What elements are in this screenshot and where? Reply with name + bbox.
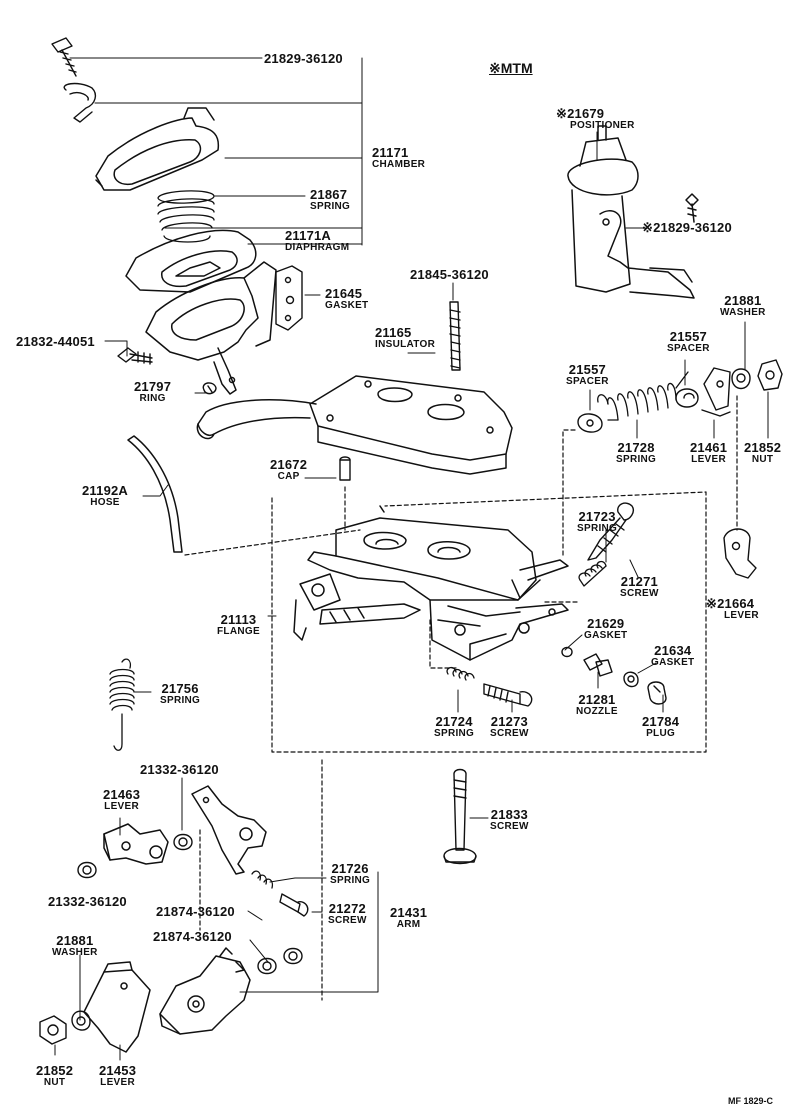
screw-21273 bbox=[483, 683, 533, 707]
spring-21756 bbox=[109, 658, 135, 751]
spring-21867 bbox=[157, 190, 215, 243]
spring-21724 bbox=[446, 666, 475, 681]
screw-21833 bbox=[443, 768, 477, 865]
stud-21845 bbox=[449, 301, 461, 371]
spacer-21557-left bbox=[577, 413, 603, 433]
ring-21797 bbox=[202, 382, 217, 395]
callout-21874-36120-a: 21874-36120 bbox=[156, 904, 235, 919]
callout-21829-36120: 21829-36120 bbox=[264, 51, 343, 66]
lever-21453 bbox=[83, 961, 151, 1053]
diaphragm-21171A bbox=[125, 229, 257, 293]
nozzle-21281 bbox=[583, 653, 613, 677]
screw-21271 bbox=[587, 502, 634, 561]
nut-21852-bottom bbox=[39, 1015, 67, 1045]
lever-21664 bbox=[723, 528, 757, 579]
lever-21463 bbox=[103, 823, 169, 865]
callout-21845-36120: 21845-36120 bbox=[410, 267, 489, 282]
washer-21874-a bbox=[257, 957, 277, 975]
cap-21672 bbox=[339, 456, 351, 481]
variant-label: ※MTM bbox=[489, 60, 533, 76]
vacuum-body bbox=[145, 261, 277, 395]
spacer-21557-right bbox=[675, 388, 699, 408]
gasket-21629 bbox=[561, 646, 573, 658]
washer-21874-b bbox=[283, 947, 303, 965]
screw-21272 bbox=[279, 893, 309, 917]
screw-21829 bbox=[51, 37, 77, 77]
insulator-21165 bbox=[196, 375, 513, 475]
dashed-assembly-lines bbox=[184, 395, 738, 1001]
callout-21829-36120-mtm: ※21829-36120 bbox=[642, 220, 732, 235]
spring-21726 bbox=[251, 870, 274, 889]
washer-21332-right bbox=[173, 833, 193, 851]
flange-21113 bbox=[293, 505, 569, 661]
plug-21784 bbox=[647, 681, 667, 705]
arm-21431 bbox=[191, 785, 267, 875]
lever-21461 bbox=[701, 367, 731, 417]
chamber-21171 bbox=[95, 107, 220, 191]
washer-21881 bbox=[731, 368, 751, 390]
callout-21332-36120-bottom: 21332-36120 bbox=[48, 894, 127, 909]
nut-21852-top bbox=[757, 359, 783, 391]
callout-21332-36120-top: 21332-36120 bbox=[140, 762, 219, 777]
callout-21874-36120-b: 21874-36120 bbox=[153, 929, 232, 944]
washer-21332-left bbox=[77, 861, 97, 879]
gasket-21634 bbox=[623, 671, 639, 688]
spring-21728 bbox=[597, 371, 689, 421]
callout-21832-44051: 21832-44051 bbox=[16, 334, 95, 349]
throttle-lever bbox=[159, 947, 251, 1035]
bolt-21832 bbox=[117, 347, 153, 365]
positioner-21679 bbox=[567, 125, 699, 299]
gasket-21645 bbox=[275, 265, 303, 331]
drawing-code: MF 1829-C bbox=[728, 1096, 774, 1106]
washer-21881-bottom bbox=[71, 1010, 91, 1031]
spring-21723 bbox=[578, 560, 607, 587]
hose-21192A bbox=[127, 435, 183, 553]
clip-ring bbox=[63, 82, 97, 123]
